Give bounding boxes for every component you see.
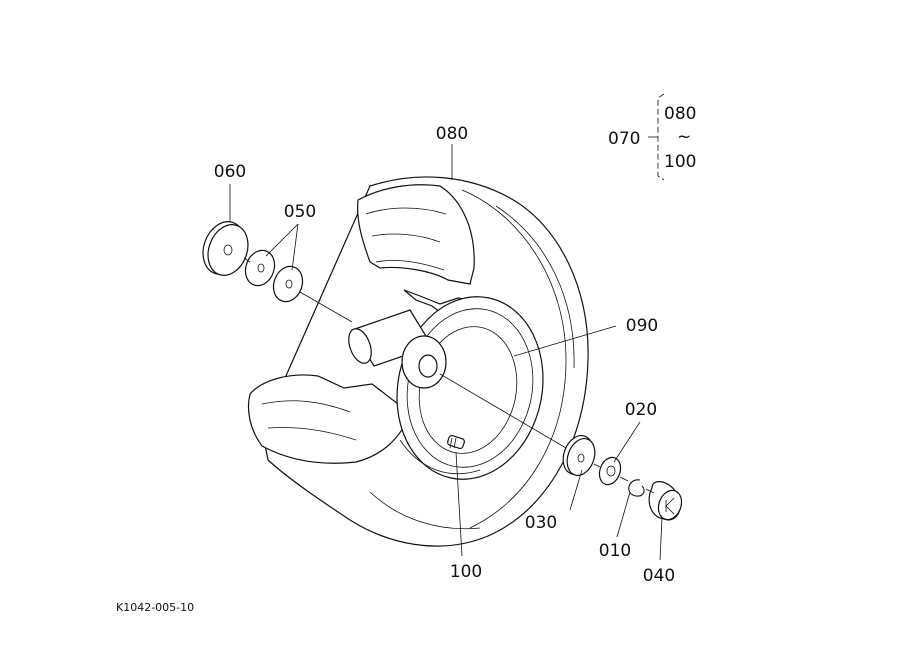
assembly-label-070: 070	[608, 129, 640, 149]
washers-050	[244, 249, 304, 303]
cap-040	[648, 481, 683, 521]
callout-040: 040	[643, 566, 675, 586]
callout-080: 080	[436, 124, 468, 144]
callout-020: 020	[625, 400, 657, 420]
assembly-range-end: 100	[664, 152, 696, 172]
washer-030	[562, 435, 596, 476]
washer-060	[202, 221, 249, 276]
figure-reference-code: K1042-005-10	[116, 601, 194, 614]
callout-090: 090	[626, 316, 658, 336]
snap-ring-010	[628, 479, 645, 497]
assembly-range-sep: ~	[677, 127, 691, 147]
assembly-bracket	[648, 93, 665, 181]
callout-010: 010	[599, 541, 631, 561]
valve-100	[447, 434, 465, 450]
callout-100: 100	[450, 562, 482, 582]
leader-lines	[229, 144, 663, 561]
callout-030: 030	[525, 513, 557, 533]
callout-050: 050	[284, 202, 316, 222]
callout-060: 060	[214, 162, 246, 182]
hub-axle	[348, 309, 447, 389]
washer-020	[598, 456, 622, 486]
assembly-axis-lines	[243, 257, 655, 494]
assembly-range-start: 080	[664, 104, 696, 124]
